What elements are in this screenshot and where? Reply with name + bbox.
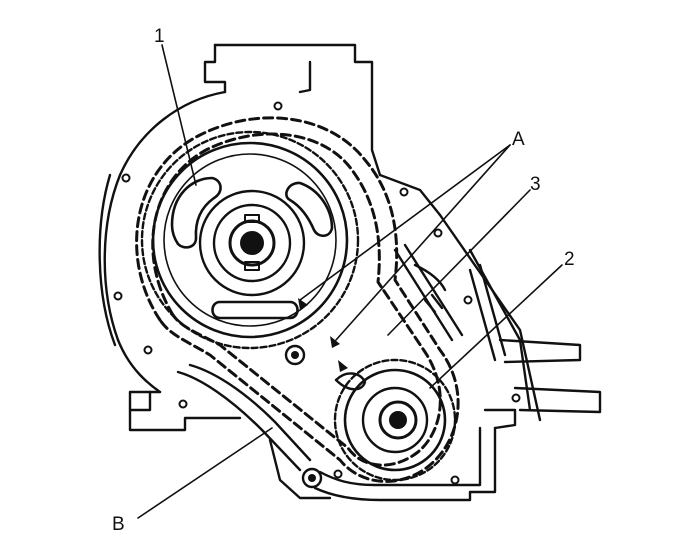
leader-2 [429,264,563,389]
leader-1 [161,44,197,186]
leader-a-1 [299,144,511,301]
callout-label-3: 3 [530,174,541,195]
crankshaft-sprocket [333,358,457,482]
timing-chain [135,116,460,483]
callout-label-b: B [112,514,125,535]
callout-leaders [137,44,563,519]
chain-guide [393,243,507,362]
chain-tensioner [176,344,323,489]
leader-3 [387,189,531,336]
callout-label-a: A [512,129,525,150]
callout-label-2: 2 [564,249,575,270]
engine-block-outline [98,43,602,502]
leader-a-2 [335,144,511,341]
leader-b [137,427,273,519]
camshaft-sprocket [140,130,360,350]
timing-mark-arrows [298,298,348,372]
callout-label-1: 1 [154,26,165,47]
cover-bolt-holes [113,101,521,485]
